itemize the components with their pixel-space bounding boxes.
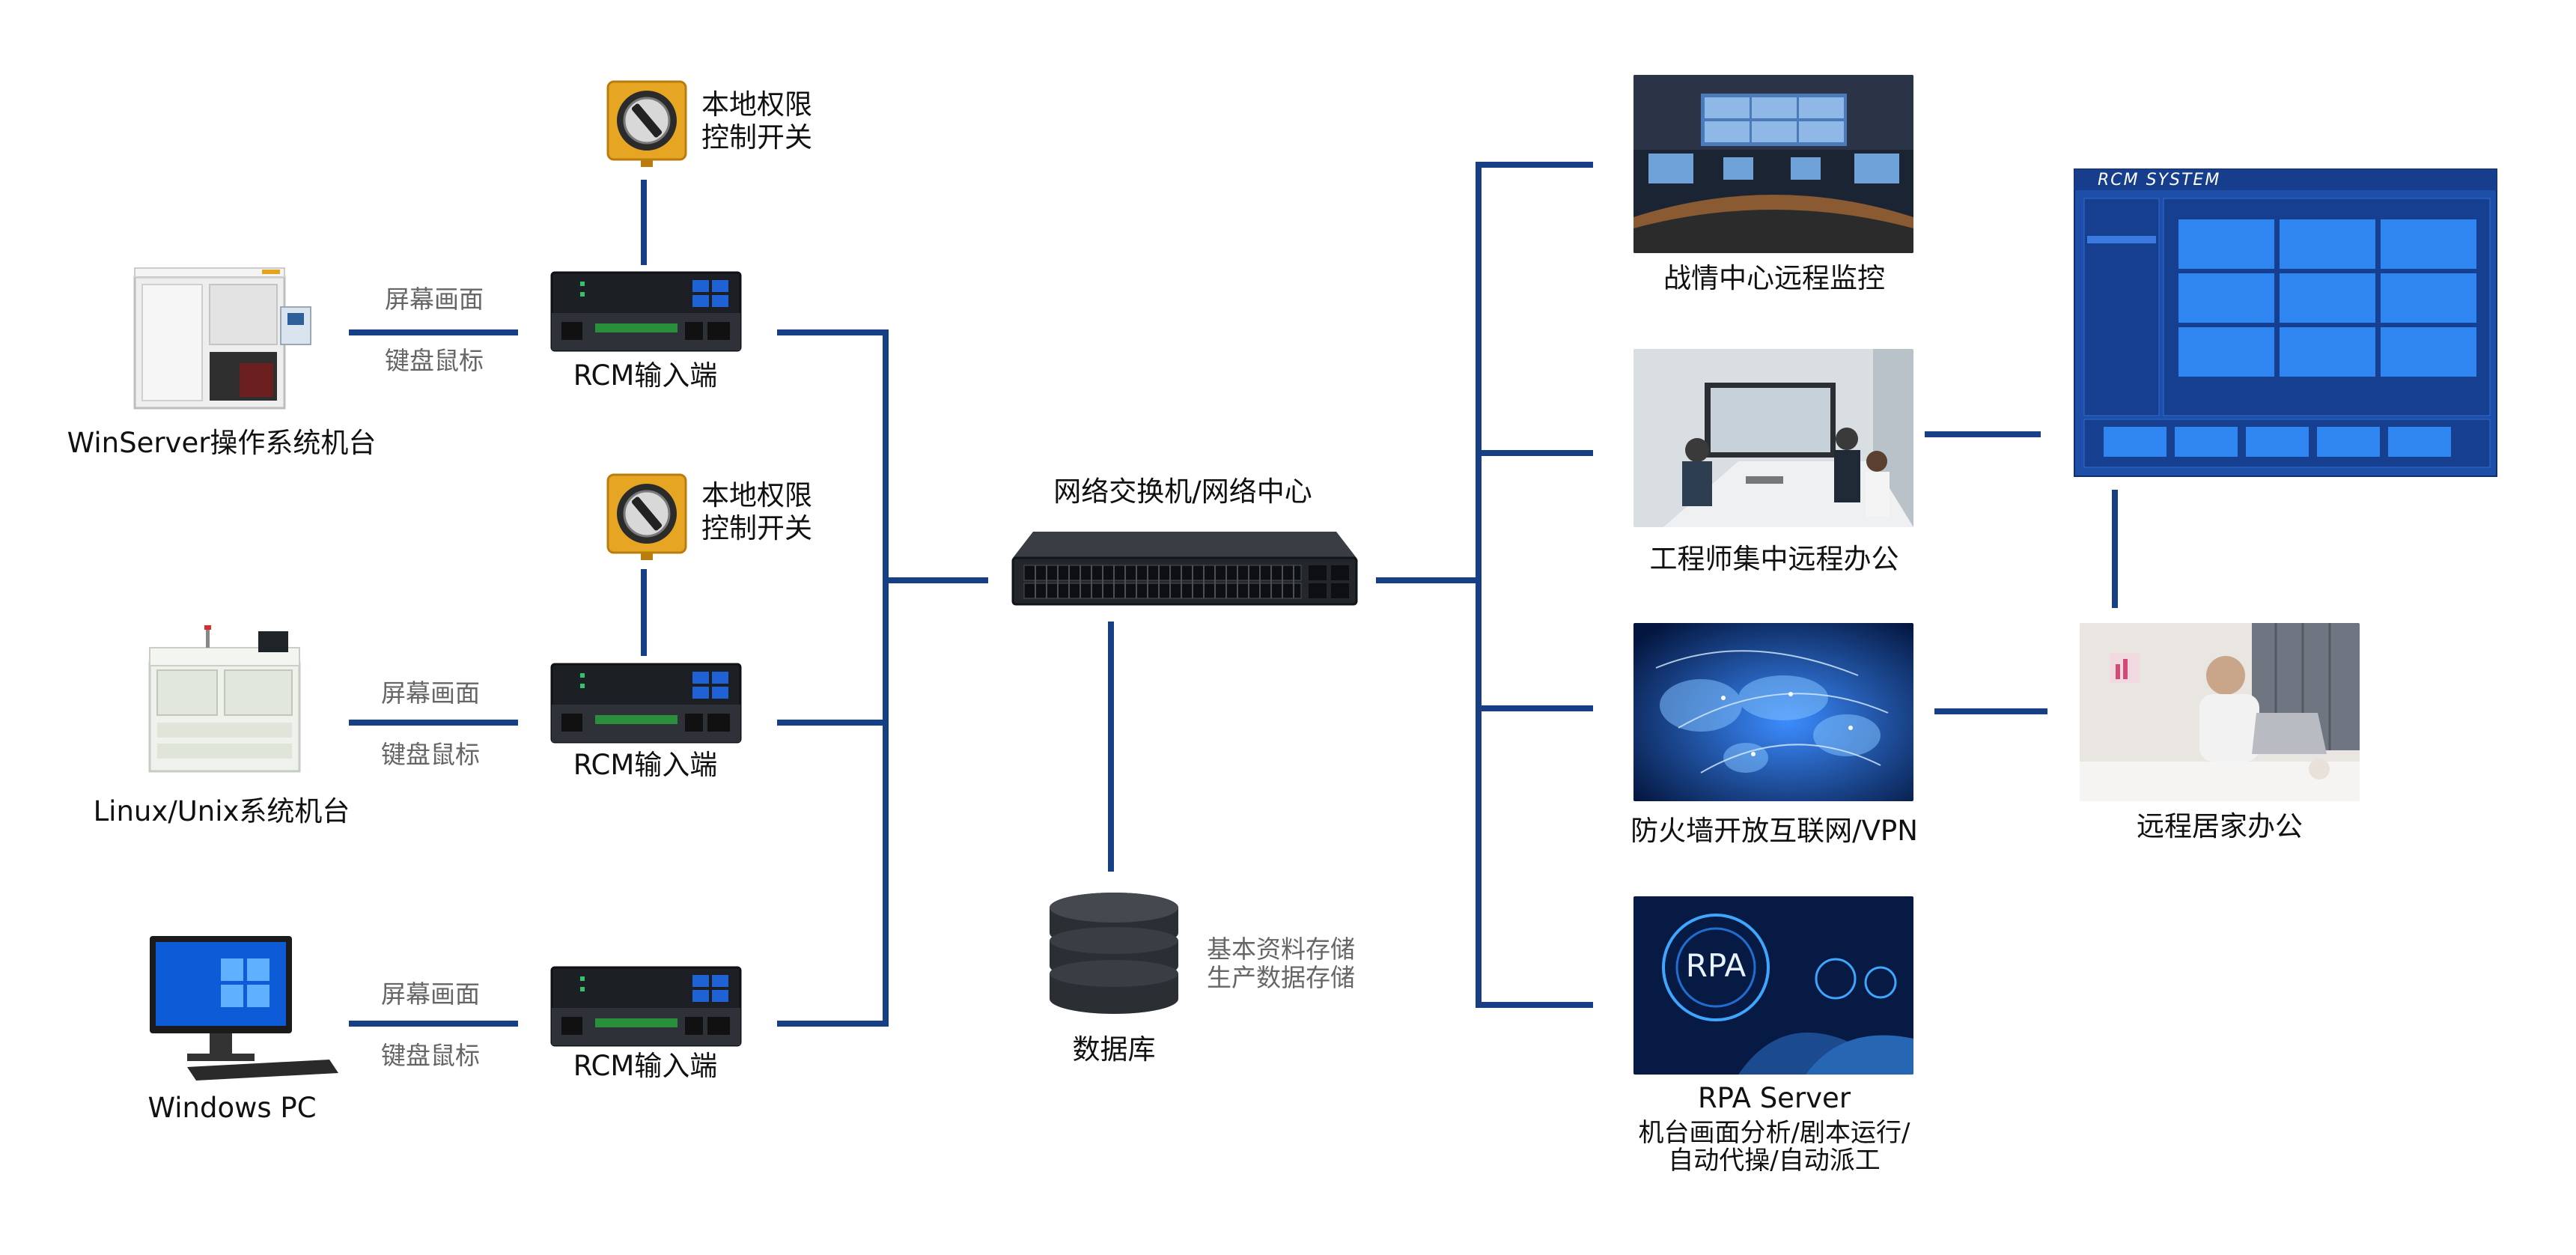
rcm-label-3: RCM输入端 (573, 1050, 718, 1082)
key-switch-icon (606, 473, 687, 560)
database-icon (1050, 893, 1178, 1014)
rcm-input-device-image (550, 271, 742, 352)
rcm-input-device-image (550, 663, 742, 744)
rcm-system-window (2074, 168, 2497, 477)
signal-screen-label-3: 屏幕画面 (381, 979, 480, 1009)
signal-screen-label-2: 屏幕画面 (381, 678, 480, 708)
switch-label-1b: 控制开关 (701, 121, 812, 154)
network-switch-label: 网络交换机/网络中心 (1053, 475, 1312, 508)
machine-label-windows-pc: Windows PC (147, 1092, 317, 1124)
rpa-badge-text: RPA (1685, 947, 1747, 984)
signal-kbm-label-2: 键盘鼠标 (381, 740, 480, 769)
remote-home-label: 远程居家办公 (2137, 810, 2303, 842)
storage-label-2: 生产数据存储 (1207, 963, 1355, 992)
switch-label-1a: 本地权限 (701, 88, 812, 121)
switch-label-2b: 控制开关 (701, 512, 812, 544)
rpa-sub-label-1: 机台画面分析/剧本运行/ (1638, 1118, 1910, 1148)
network-switch-image (1011, 532, 1358, 606)
engineer-office-photo (1633, 349, 1913, 527)
rcm-label-2: RCM输入端 (573, 749, 718, 781)
winserver-machine-image (133, 267, 311, 410)
storage-label-1: 基本资料存储 (1207, 935, 1355, 964)
rcm-input-device-image (550, 966, 742, 1047)
signal-screen-label-1: 屏幕画面 (385, 285, 484, 314)
remote-home-office-photo (2080, 623, 2360, 801)
monitor-center-photo (1633, 75, 1913, 253)
key-switch-icon (606, 80, 687, 167)
machine-label-linux: Linux/Unix系统机台 (93, 795, 350, 827)
right-node-label-office: 工程师集中远程办公 (1649, 543, 1899, 575)
rpa-sub-label-2: 自动代操/自动派工 (1668, 1146, 1881, 1176)
rpa-server-photo (1633, 896, 1913, 1075)
signal-kbm-label-1: 键盘鼠标 (385, 346, 484, 375)
database-label: 数据库 (1072, 1033, 1156, 1066)
right-node-label-rpa: RPA Server (1697, 1082, 1851, 1114)
right-node-label-firewall: 防火墙开放互联网/VPN (1630, 815, 1918, 847)
linux-machine-image (148, 625, 301, 773)
right-node-label-monitor: 战情中心远程监控 (1663, 262, 1885, 294)
machine-label-winserver: WinServer操作系统机台 (67, 427, 377, 459)
signal-kbm-label-3: 键盘鼠标 (381, 1041, 480, 1070)
rcm-label-1: RCM输入端 (573, 359, 718, 392)
windows-pc-image (150, 936, 338, 1081)
switch-label-2a: 本地权限 (701, 479, 812, 511)
internet-map-photo (1633, 623, 1913, 801)
rcm-system-title: RCM SYSTEM (2098, 171, 2221, 189)
